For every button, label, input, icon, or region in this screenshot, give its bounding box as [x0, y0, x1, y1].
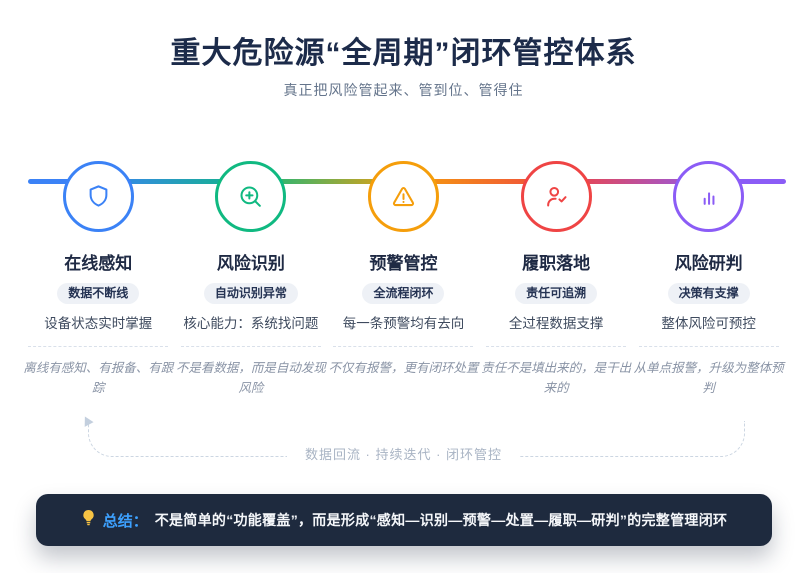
page-title: 重大危险源“全周期”闭环管控体系	[170, 37, 637, 70]
step-title: 在线感知	[64, 254, 133, 273]
step-badge: 决策有支撑	[667, 283, 750, 305]
step-description: 核心能力：系统找问题	[183, 316, 319, 332]
arrow-up-icon	[80, 414, 94, 427]
step-badge: 全流程闭环	[362, 283, 445, 305]
step-description: 整体风险可预控	[661, 316, 756, 332]
steps-row: 在线感知 数据不断线 设备状态实时掌握 离线有感知、有报备、有跟踪 风险识别 自…	[22, 161, 785, 398]
step-description: 全过程数据支撑	[508, 316, 604, 332]
dashed-divider	[486, 345, 627, 347]
page-subtitle: 真正把风险管起来、管到位、管得住	[283, 82, 524, 98]
dashed-divider	[180, 345, 321, 347]
step-circle	[215, 161, 287, 232]
bar-chart-icon	[695, 183, 722, 210]
step-alert-control: 预警管控 全流程闭环 每一条预警均有去向 不仅有报警，更有闭环处置	[327, 161, 480, 398]
summary-text: 不是简单的“功能覆盖”，而是形成“感知—识别—预警—处置—履职—研判”的完整管理…	[154, 512, 728, 528]
step-circle	[673, 161, 745, 232]
step-description: 每一条预警均有去向	[342, 316, 465, 332]
shield-icon	[85, 183, 112, 210]
user-check-icon	[543, 183, 570, 210]
dashed-divider	[28, 345, 169, 347]
step-risk-judgement: 风险研判 决策有支撑 整体风险可预控 从单点报警，升级为整体预判	[632, 161, 785, 398]
step-circle	[520, 161, 592, 232]
step-title: 履职落地	[522, 254, 591, 273]
step-quote: 责任不是填出来的，是干出来的	[481, 360, 632, 395]
lightbulb-icon	[81, 509, 96, 531]
step-quote: 不仅有报警，更有闭环处置	[328, 360, 479, 375]
step-description: 设备状态实时掌握	[44, 316, 153, 332]
step-online-sensing: 在线感知 数据不断线 设备状态实时掌握 离线有感知、有报备、有跟踪	[22, 161, 175, 398]
step-quote: 从单点报警，升级为整体预判	[633, 360, 784, 395]
zoom-in-icon	[237, 183, 264, 210]
step-duty-implementation: 履职落地 责任可追溯 全过程数据支撑 责任不是填出来的，是干出来的	[480, 161, 633, 398]
step-title: 风险研判	[674, 254, 743, 273]
summary-bar: 总结： 不是简单的“功能覆盖”，而是形成“感知—识别—预警—处置—履职—研判”的…	[36, 494, 772, 546]
step-title: 风险识别	[216, 254, 285, 273]
dashed-divider	[638, 345, 779, 347]
summary-label: 总结：	[102, 512, 148, 530]
step-circle	[62, 161, 134, 232]
step-title: 预警管控	[369, 254, 438, 273]
feedback-loop-label: 数据回流 · 持续迭代 · 闭环管控	[286, 444, 521, 463]
warning-triangle-icon	[390, 183, 417, 210]
step-risk-identification: 风险识别 自动识别异常 核心能力：系统找问题 不是看数据，而是自动发现风险	[175, 161, 328, 398]
step-circle	[367, 161, 439, 232]
step-badge: 数据不断线	[57, 283, 140, 305]
dashed-divider	[333, 345, 474, 347]
step-badge: 责任可追溯	[515, 283, 598, 305]
step-quote: 不是看数据，而是自动发现风险	[175, 360, 326, 395]
feedback-loop-label-row: 数据回流 · 持续迭代 · 闭环管控	[0, 444, 807, 464]
step-quote: 离线有感知、有报备、有跟踪	[23, 360, 174, 395]
step-badge: 自动识别异常	[203, 283, 298, 305]
